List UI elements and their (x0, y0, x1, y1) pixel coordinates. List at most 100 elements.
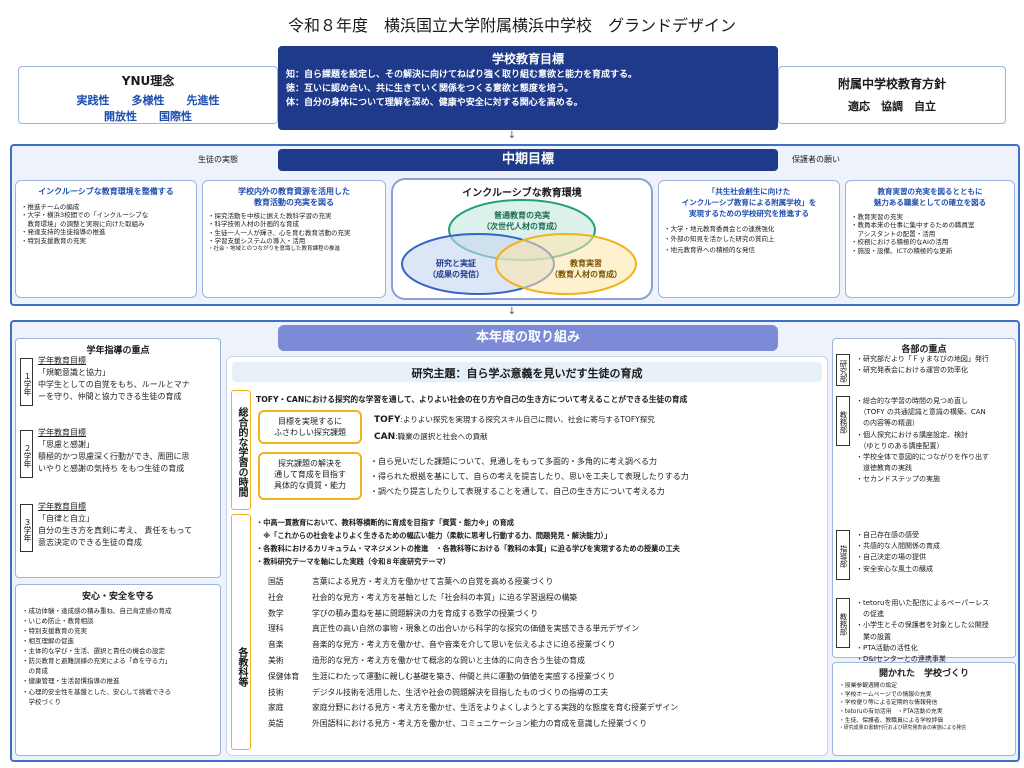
ynu-value: 実践性 (76, 94, 110, 107)
subject-theme: 外国語科における見方・考え方を働かせ、コミュニケーション能力の育成を意識した授業… (312, 719, 648, 729)
subject-theme: 造形的な見方・考え方を働かせて概念的な問いと主体的に向き合う生徒の育成 (312, 655, 585, 665)
department-block: 研究部・研究部だより「Ｆｙまなびの地図」発行・研究発表会における運営の効率化 (836, 354, 1014, 390)
abilities-box-line: 具体的な資質・能力 (274, 481, 346, 490)
grade-goal-theme: 「思慮と感謝」 (38, 440, 94, 449)
subject-name: 英語 (268, 719, 284, 729)
grade-goal-heading: 学年教育目標 (38, 502, 86, 511)
safety-item: の育成 (22, 667, 49, 676)
inquiry-task-line: 目標を実現するに (278, 417, 342, 426)
department-item: ・PTA活動の活性化 (856, 643, 918, 652)
department-item: ・学校全体で意図的につながりを作り出す (856, 452, 989, 461)
ynu-row2: 開放性 国際性 (19, 108, 277, 124)
department-tag: 研究部 (836, 354, 850, 386)
subject-name: 音楽 (268, 640, 284, 650)
safety-item: ・健康管理・生活習慣指導の推進 (22, 677, 120, 686)
subject-row: 音楽音楽的な見方・考え方を働かせ、音や音楽を介して思いを伝えるよさに迫る授業づく… (268, 637, 824, 653)
department-item: ・総合的な学習の時間の見つめ直し (856, 397, 968, 405)
midterm-box-item: ・探究活動を中核に据えた教科学習の充実 (208, 212, 332, 220)
midterm-box-item: ・生徒一人一人が輝き、心を育む教育活動の充実 (208, 228, 351, 237)
venn-diagram (401, 199, 637, 295)
midterm-box-item: アシスタントの配置・活用 (851, 229, 936, 238)
grade-goal-text: いやりと感謝の気持ち をもつ生徒の育成 (38, 464, 185, 473)
safety-item: ・相互理解の促進 (22, 637, 74, 646)
abilities-box: 探究課題の解決を 通して育成を目指す 具体的な資質・能力 (258, 452, 362, 500)
department-item: ・安全安心な風土の醸成 (856, 564, 933, 573)
subject-theme: 言葉による見方・考え方を働かせて言葉への自覚を高める授業づくり (312, 577, 554, 586)
grade-goal-text: 中学生としての自覚をもち、ルールとマナ (38, 380, 190, 389)
midterm-box-item: ・外部の知見を活かした研究の質向上 (664, 235, 775, 244)
midterm-box-title: 教育活動の充実を図る (254, 198, 334, 207)
department-block: 指導部・自己存在感の感受・共感的な人間関係の育成・自己決定の場の提供・安全安心な… (836, 530, 1014, 592)
safety-title: 安心・安全を守る (81, 592, 154, 602)
venn-label-line: 教育実習 (570, 259, 602, 268)
subject-name: 家庭 (268, 703, 284, 713)
midterm-box-title: 魅力ある職業としての確立を図る (873, 198, 987, 207)
department-item: の内容等の精選） (856, 419, 919, 428)
ynu-row1: 実践性 多様性 先進性 (19, 92, 277, 108)
midterm-box-item: ・校務における積極的なAIの活用 (851, 238, 949, 247)
safety-item: ・成功体験・達成感の積み重ね、自己肯定感の育成 (22, 607, 172, 615)
department-tag: 教務部 (836, 396, 850, 446)
department-item: ・tetoruを用いた配信によるペーパーレス (856, 599, 990, 607)
midterm-box-title: 実現するための学校研究を推進する (689, 209, 809, 218)
department-item: ・D&Iセンターとの連携事業 (856, 654, 946, 663)
subject-row: 数学 学びの積み重ねを基に問題解決の力を育成する数学の授業づくり (268, 606, 824, 622)
page-title: 令和８年度 横浜国立大学附属横浜中学校 グランドデザイン (287, 16, 736, 35)
arrow-down-icon: ↓ (507, 130, 517, 141)
grade-tag: ３学年 (20, 504, 33, 552)
open-school-item: ・生徒、保護者、教職員による学校評価 (839, 717, 944, 724)
department-items: ・自己存在感の感受・共感的な人間関係の育成・自己決定の場の提供・安全安心な風土の… (856, 530, 1014, 575)
can-text: :職業の選択と社会への貢献 (395, 432, 488, 441)
venn-circle-practice (495, 233, 637, 295)
subject-theme: 真正性の高い自然の事物・現象との出合いから科学的な探究の価値を実感できる単元デザ… (312, 624, 640, 634)
safety-item: ・いじめ防止・教育相談 (22, 617, 94, 626)
open-school-item: ・tetoruの有効活用 ・PTA活動の充実 (839, 709, 943, 716)
midterm-tag-left: 生徒の実態 (198, 155, 238, 164)
venn-label-line: （成果の発信） (428, 270, 484, 279)
midterm-box-item: ・施設・設備、ICTの積極的な更新 (851, 246, 953, 255)
subject-name: 社会 (268, 592, 284, 602)
ynu-value: 開放性 (104, 110, 137, 123)
grade-guidance-title: 学年指導の重点 (86, 346, 150, 356)
subject-name: 国語 (268, 577, 284, 586)
open-school-item: ・学校ホームページでの情報の充実 (839, 691, 932, 698)
midterm-box-title: 「共生社会創生に向けた (707, 187, 791, 196)
subject-theme: 学びの積み重ねを基に問題解決の力を育成する数学の授業づくり (312, 608, 539, 618)
grade-goal-heading: 学年教育目標 (38, 356, 86, 365)
department-item: ・自己存在感の感受 (856, 531, 919, 539)
open-school-box: 開かれた 学校づくり ・授業参観週間の設定 ・学校ホームページでの情報の充実 ・… (832, 662, 1016, 756)
midterm-box-title: インクルーシブ教育による附属学校」を (681, 198, 817, 207)
arrow-down-icon: ↓ (507, 306, 517, 317)
venn-label-line: （次世代人材の育成） (482, 222, 562, 231)
subject-bullet: ・各教科におけるカリキュラム・マネジメントの推進 ・各教科等における「教科の本質… (256, 544, 680, 553)
subject-row: 美術造形的な見方・考え方を働かせて概念的な問いと主体的に向き合う生徒の育成 (268, 653, 824, 669)
department-block: 教務部・総合的な学習の時間の見つめ直し （TOFY の共通認識と意識の構築、CA… (836, 396, 1014, 524)
department-items: ・tetoruを用いた配信によるペーパーレス の促進・小学生とその保護者を対象と… (856, 598, 1014, 665)
policy-box: 附属中学校教育方針 適応 協調 自立 (778, 66, 1006, 124)
subject-name: 技術 (268, 687, 284, 697)
open-school-item: ・授業参観週間の設定 (839, 683, 897, 689)
subject-name: 理科 (268, 624, 284, 634)
department-item: ・自己決定の場の提供 (856, 553, 926, 562)
ability-item: ・自ら見いだした課題について、見通しをもって多面的・多角的に考え調べる力 (370, 457, 657, 466)
side-label-integrated: 総合的な学習の時間 (231, 390, 251, 510)
department-item: ・研究発表会における運営の効率化 (856, 366, 968, 375)
subject-name: 保健体育 (268, 671, 300, 681)
subject-name: 数学 (268, 608, 284, 618)
safety-item: ・主体的な学び・生活、選択と責任の機会の設定 (22, 647, 165, 656)
safety-item: ・防災教育と避難訓練の充実による「命を守る力」 (22, 657, 172, 666)
midterm-box-practicum: 教育実習の充実を図るとともに 魅力ある職業としての確立を図る ・教育実習の充実 … (845, 180, 1015, 298)
grade-guidance-box: 学年指導の重点 (15, 338, 221, 578)
ynu-value: 先進性 (186, 94, 220, 107)
grade-goal-text: ーを守り、仲間と協力できる生徒の育成 (38, 392, 182, 401)
departments-box (832, 338, 1016, 658)
grade-tag: １学年 (20, 358, 33, 406)
open-school-item: ・研究成果の書籍刊行および研究発表会の実施による発信 (839, 725, 967, 732)
tofy-can-goal: TOFY・CANにおける探究的な学習を通して、よりよい社会の在り方や自己の生き方… (256, 395, 688, 404)
tofy-description: TOFY:よりよい探究を実現する探究スキル自己に問い、社会に寄与するTOFY探究 (374, 414, 655, 425)
subject-row: 技術デジタル技術を活用した、生活や社会の問題解決を目指したものづくりの指導の工夫 (268, 685, 824, 701)
ability-item: ・得られた根拠を基にして、自らの考えを提言したり、思いを工夫して表現したりする力 (370, 472, 689, 481)
open-school-title: 開かれた 学校づくり (878, 669, 969, 679)
midterm-box-item: ・大学・横浜3校間での「インクルーシブな (21, 211, 149, 220)
midterm-box-title: 教育実習の充実を図るとともに (877, 187, 983, 196)
